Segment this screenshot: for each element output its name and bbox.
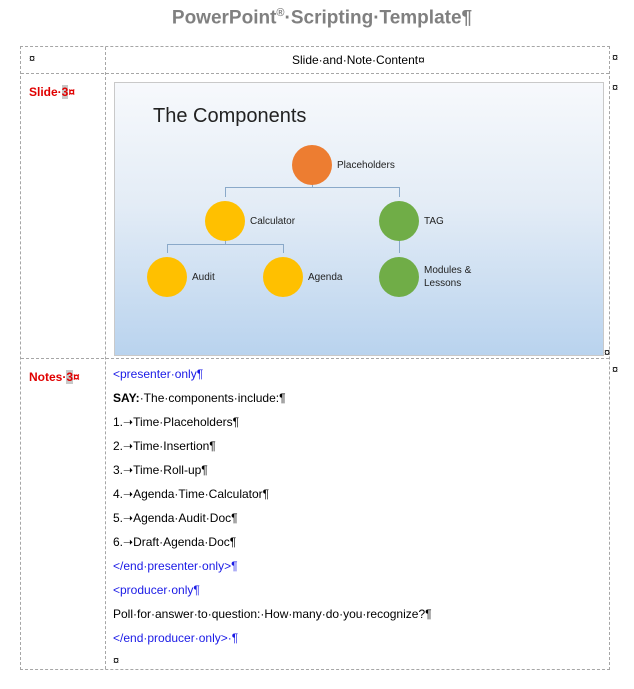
list-item: 4.➝Agenda·Time·Calculator¶ bbox=[113, 487, 270, 501]
agenda-node bbox=[263, 257, 303, 297]
header-row-end-mark: ¤ bbox=[612, 52, 619, 64]
list-item: 2.➝Time·Insertion¶ bbox=[113, 439, 216, 453]
say-text: ·The·components·include:¶ bbox=[139, 391, 286, 405]
placeholders-label: Placeholders bbox=[337, 160, 395, 171]
header-center-cell[interactable]: Slide·and·Note·Content¤ bbox=[292, 53, 425, 67]
tag-label: TAG bbox=[424, 216, 444, 227]
slide-row-divider bbox=[21, 358, 609, 359]
list-item: 1.➝Time·Placeholders¶ bbox=[113, 415, 240, 429]
list-item: 3.➝Time·Roll-up¶ bbox=[113, 463, 208, 477]
placeholders-node bbox=[292, 145, 332, 185]
notes-row-end-mark: ¤ bbox=[612, 364, 619, 376]
poll-question: Poll·for·answer·to·question:·How·many·do… bbox=[113, 607, 432, 621]
say-label: SAY: bbox=[113, 391, 140, 405]
notes-label-text: Notes· bbox=[29, 370, 67, 384]
notes-number: 3 bbox=[66, 370, 74, 384]
calculator-node bbox=[205, 201, 245, 241]
title-text: PowerPoint bbox=[171, 7, 277, 29]
slide-title: The Components bbox=[153, 105, 307, 127]
notes-label[interactable]: Notes·3¤ bbox=[29, 370, 80, 384]
producer-close-tag: </end·producer·only>·¶ bbox=[113, 631, 239, 645]
list-item: 5.➝Agenda·Audit·Doc¶ bbox=[113, 511, 238, 525]
slide-cell-end-mark: ¤ bbox=[604, 347, 611, 359]
notes-label-end: ¤ bbox=[73, 370, 80, 384]
modules-lessons-label: Modules & Lessons bbox=[424, 264, 471, 290]
presenter-open-tag: <presenter·only¶ bbox=[113, 367, 204, 381]
slide-label-end: ¤ bbox=[68, 85, 76, 99]
producer-open-tag: <producer·only¶ bbox=[113, 583, 200, 597]
calculator-label: Calculator bbox=[250, 216, 296, 227]
slide-label-text: Slide· bbox=[29, 85, 62, 99]
list-item: 6.➝Draft·Agenda·Doc¶ bbox=[113, 535, 237, 549]
content-table: ¤ Slide·and·Note·Content¤ Slide·3¤ The C… bbox=[20, 46, 610, 670]
presenter-close-tag: </end·presenter·only>¶ bbox=[113, 559, 238, 573]
connector-to-calculator bbox=[225, 187, 226, 197]
header-left-cell-mark[interactable]: ¤ bbox=[29, 53, 36, 65]
connector-level2-bar bbox=[167, 244, 283, 245]
registered-mark: ® bbox=[276, 7, 285, 19]
slide-number: 3 bbox=[61, 85, 69, 99]
slide-label[interactable]: Slide·3¤ bbox=[29, 85, 75, 99]
document-title: PowerPoint®·Scripting·Template¶ bbox=[0, 7, 634, 29]
connector-to-tag bbox=[399, 187, 400, 197]
connector-level1-bar bbox=[225, 187, 399, 188]
slide-thumbnail[interactable]: The Components Placeholders Calculator T… bbox=[114, 82, 604, 356]
notes-cell-end-mark: ¤ bbox=[113, 655, 120, 667]
modules-lessons-node bbox=[379, 257, 419, 297]
say-line: SAY:·The·components·include:¶ bbox=[113, 391, 286, 405]
audit-node bbox=[147, 257, 187, 297]
tag-node bbox=[379, 201, 419, 241]
title-text-rest: ·Scripting·Template¶ bbox=[284, 7, 473, 29]
header-row-divider bbox=[21, 73, 609, 74]
modules-label-line2: Lessons bbox=[424, 278, 462, 289]
connector-to-agenda bbox=[283, 244, 284, 253]
connector-to-audit bbox=[167, 244, 168, 253]
agenda-label: Agenda bbox=[308, 272, 343, 283]
audit-label: Audit bbox=[192, 272, 215, 283]
modules-label-line1: Modules & bbox=[424, 265, 472, 276]
connector-tag-down bbox=[399, 237, 400, 253]
slide-row-end-mark: ¤ bbox=[612, 82, 619, 94]
